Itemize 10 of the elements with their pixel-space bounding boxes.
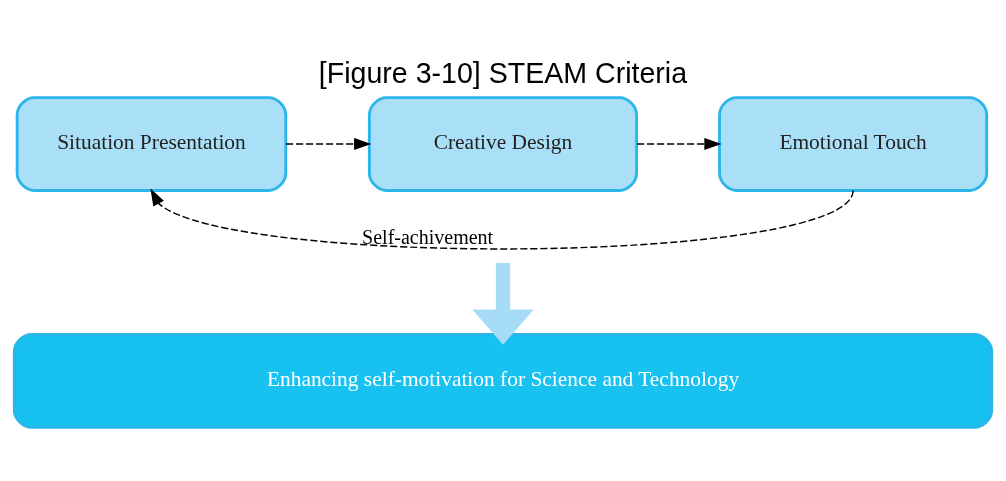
node-box: Emotional Touch xyxy=(718,95,989,192)
arrow xyxy=(636,137,722,150)
node-box: Situation Presentation xyxy=(15,95,288,192)
arrow xyxy=(472,262,534,345)
edge-label: Self-achivement xyxy=(362,225,494,248)
node-box: Enhancing self-motivation for Science and Technology xyxy=(12,332,994,429)
node-box: Creative Design xyxy=(367,95,639,192)
arrow xyxy=(285,137,372,150)
arrow xyxy=(150,188,854,249)
diagram-title: [Figure 3-10] STEAM Criteria xyxy=(318,56,688,89)
